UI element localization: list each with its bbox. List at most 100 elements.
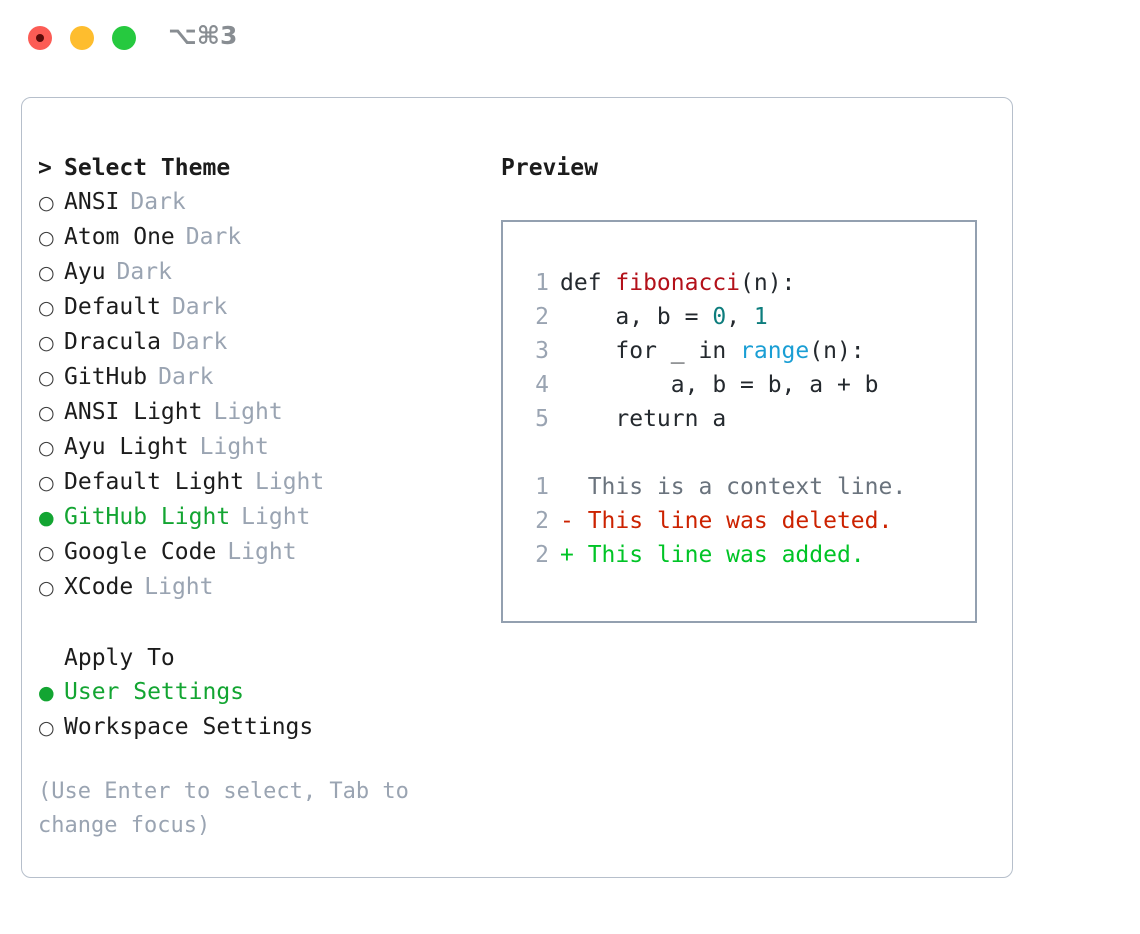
theme-item-1[interactable]: ○ Atom One Dark	[38, 220, 488, 255]
theme-item-label: Ayu	[64, 259, 106, 285]
diff-sign: -	[560, 508, 574, 534]
radio-unselected-icon: ○	[38, 297, 55, 319]
title-bar: ⌥⌘3	[0, 0, 1140, 78]
code-token: ,	[726, 304, 754, 330]
apply-to-item-0[interactable]: ●User Settings	[38, 675, 488, 710]
diff-text: This line was deleted.	[573, 508, 893, 534]
radio-unselected-icon: ○	[38, 542, 55, 564]
code-token: return a	[560, 406, 727, 432]
theme-item-tag: Light	[213, 399, 283, 425]
theme-item-label: Default Light	[64, 469, 245, 495]
theme-item-0[interactable]: ○ ANSI Dark	[38, 185, 488, 220]
maximize-light[interactable]	[112, 26, 136, 50]
diff-sample: 1 This is a context line.2- This line wa…	[521, 470, 975, 572]
apply-to-item-label: User Settings	[64, 679, 245, 705]
theme-item-tag: Light	[227, 539, 297, 565]
code-token: a, b =	[560, 304, 713, 330]
code-diff-spacer	[521, 436, 975, 470]
radio-unselected-icon: ○	[38, 262, 55, 284]
theme-item-tag: Light	[199, 434, 269, 460]
diff-text: This line was added.	[573, 542, 865, 568]
apply-to-title: Apply To	[64, 645, 175, 671]
theme-item-label: Dracula	[64, 329, 161, 355]
diff-line-number: 2	[535, 508, 549, 534]
apply-to-item-label: Workspace Settings	[64, 714, 314, 740]
apply-to-list: ●User Settings○Workspace Settings	[38, 675, 488, 745]
code-token: (n):	[809, 338, 865, 364]
theme-item-label: XCode	[64, 574, 134, 600]
apply-to-item-1[interactable]: ○Workspace Settings	[38, 710, 488, 745]
radio-unselected-icon: ○	[38, 437, 55, 459]
diff-line-number: 1	[535, 474, 549, 500]
diff-sign: +	[560, 542, 574, 568]
theme-item-10[interactable]: ○ Google Code Light	[38, 535, 488, 570]
diff-sign	[560, 470, 574, 504]
theme-item-9[interactable]: ● GitHub Light Light	[38, 500, 488, 535]
theme-item-tag: Light	[144, 574, 214, 600]
section-spacer	[38, 605, 488, 641]
theme-item-8[interactable]: ○ Default Light Light	[38, 465, 488, 500]
theme-item-3[interactable]: ○ Default Dark	[38, 290, 488, 325]
theme-item-label: GitHub Light	[64, 504, 231, 530]
theme-item-tag: Dark	[171, 329, 228, 355]
code-token: a, b = b, a + b	[560, 372, 879, 398]
radio-unselected-icon: ○	[38, 227, 55, 249]
theme-item-tag: Dark	[130, 189, 186, 215]
code-line-number: 1	[535, 270, 549, 296]
code-token: def	[560, 270, 616, 296]
select-theme-header: > Select Theme	[38, 151, 488, 185]
diff-text: This is a context line.	[573, 474, 907, 500]
radio-unselected-icon: ○	[38, 332, 55, 354]
theme-item-6[interactable]: ○ ANSI Light Light	[38, 395, 488, 430]
code-line-number: 4	[535, 372, 549, 398]
code-token: fibonacci	[615, 270, 741, 296]
radio-unselected-icon: ○	[38, 192, 55, 214]
code-token: for _ in	[560, 338, 741, 364]
theme-item-4[interactable]: ○ Dracula Dark	[38, 325, 488, 360]
theme-item-label: ANSI Light	[64, 399, 203, 425]
code-token: 0	[712, 304, 727, 330]
diff-line: 2- This line was deleted.	[521, 504, 975, 538]
preview-title: Preview	[501, 155, 598, 181]
theme-item-tag: Dark	[171, 294, 228, 320]
diff-line: 2+ This line was added.	[521, 538, 975, 572]
theme-item-label: ANSI	[64, 189, 120, 215]
radio-unselected-icon: ○	[38, 367, 55, 389]
theme-item-tag: Dark	[158, 364, 214, 390]
theme-item-label: Atom One	[64, 224, 175, 250]
theme-item-label: Google Code	[64, 539, 217, 565]
apply-to-header: Apply To	[38, 641, 488, 675]
keyboard-hint-text: (Use Enter to select, Tab to change focu…	[38, 779, 409, 838]
radio-unselected-icon: ○	[38, 577, 55, 599]
theme-item-tag: Light	[255, 469, 325, 495]
code-line: 2 a, b = 0, 1	[521, 300, 975, 334]
code-line-number: 3	[535, 338, 549, 364]
code-line: 3 for _ in range(n):	[521, 334, 975, 368]
selection-caret-icon: >	[38, 155, 52, 181]
code-line: 4 a, b = b, a + b	[521, 368, 975, 402]
theme-item-label: Default	[64, 294, 161, 320]
code-line-number: 2	[535, 304, 549, 330]
theme-item-11[interactable]: ○ XCode Light	[38, 570, 488, 605]
code-token: (n):	[740, 270, 796, 296]
radio-selected-icon: ●	[38, 507, 55, 529]
close-light[interactable]	[28, 26, 52, 50]
diff-line: 1 This is a context line.	[521, 470, 975, 504]
radio-unselected-icon: ○	[38, 402, 55, 424]
keyboard-shortcut-label: ⌥⌘3	[168, 21, 238, 50]
minimize-light[interactable]	[70, 26, 94, 50]
theme-item-tag: Dark	[185, 224, 242, 250]
code-token: range	[740, 338, 810, 364]
radio-unselected-icon: ○	[38, 472, 55, 494]
theme-item-tag: Light	[241, 504, 311, 530]
select-theme-title: Select Theme	[64, 155, 231, 181]
